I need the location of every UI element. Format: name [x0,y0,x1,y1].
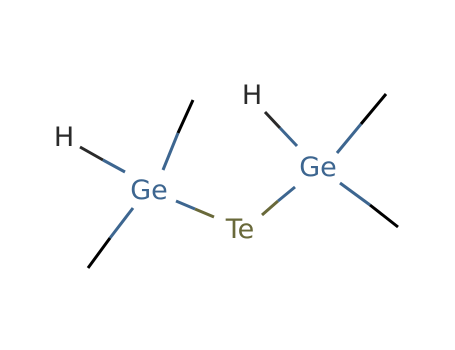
bond-ge2-methyl-upper [335,93,388,154]
atom-te: Te [225,214,255,245]
atom-ge1: Ge [130,175,168,206]
bond-h2-ge2 [263,110,299,148]
bond-te-ge2 [261,185,296,217]
bond-ge1-methyl-upper [161,99,195,171]
atom-ge2: Ge [299,152,337,183]
atom-h1: H [54,122,74,153]
atom-h2: H [242,80,262,111]
bond-ge1-te [175,199,215,219]
bond-ge1-methyl-lower [86,207,135,269]
bond-ge2-methyl-lower [339,181,399,229]
bond-h1-ge1 [79,145,126,174]
